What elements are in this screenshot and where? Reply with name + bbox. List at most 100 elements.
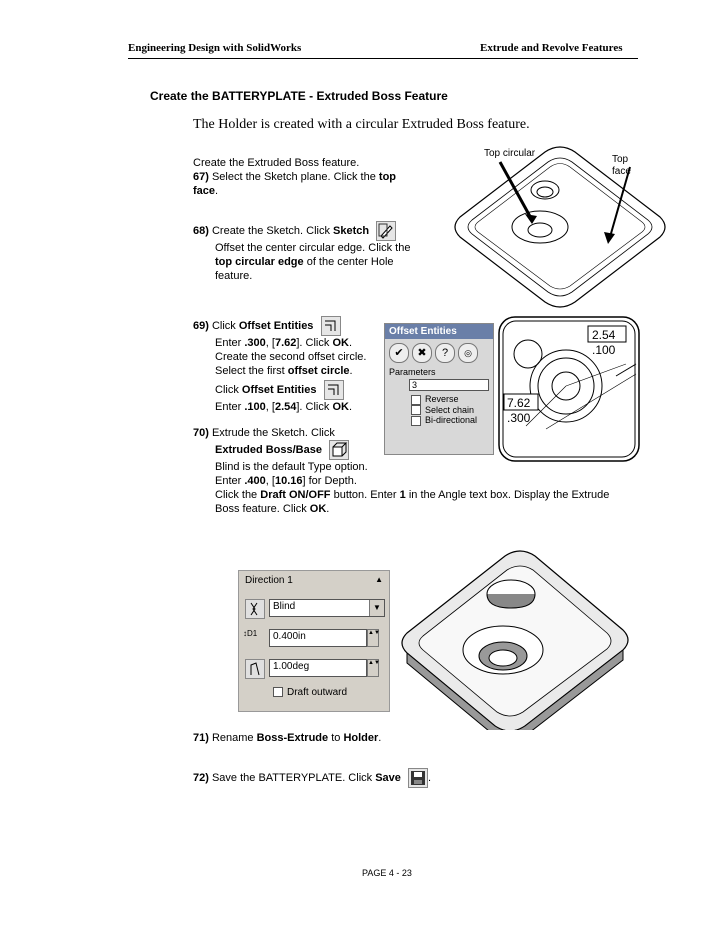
dim-7-62: 7.62 [507, 396, 531, 410]
t: , [ [265, 337, 275, 349]
t: Draft ON/OFF [260, 489, 331, 501]
draft-toggle-icon[interactable] [245, 659, 265, 679]
t: in the Angle text box. Display the Extru… [405, 489, 610, 501]
punct: . [215, 185, 219, 197]
offset-entities-panel: Offset Entities ✔ ✖ ? ◎ Parameters 3 Rev… [384, 323, 494, 455]
step-69-block: 69) Click Offset Entities Enter .300, [7… [193, 316, 383, 414]
dim-300: .300 [507, 411, 531, 425]
t: Boss-Extrude [256, 732, 329, 744]
t: 7.62 [274, 337, 297, 349]
angle-spinner[interactable]: ▲▼ [367, 659, 380, 677]
depth-icon: ↕D1 [243, 629, 258, 638]
t: . [326, 503, 330, 515]
step-bold: top face [193, 171, 397, 197]
bidirectional-checkbox[interactable] [411, 415, 421, 426]
step-intro: Create the Extruded Boss feature. [193, 157, 360, 169]
section-title: Create the BATTERYPLATE - Extruded Boss … [150, 89, 448, 103]
reverse-checkbox[interactable] [411, 394, 421, 405]
step-72-block: 72) Save the BATTERYPLATE. Click Save . [193, 768, 431, 788]
draft-outward-label: Draft outward [287, 687, 348, 698]
preview-icon[interactable]: ◎ [458, 343, 478, 363]
step-line: Create the second offset circle. [215, 351, 367, 363]
panel-title: Offset Entities [385, 324, 493, 339]
t: Select the first [215, 365, 288, 377]
dim-100: .100 [592, 343, 616, 357]
offset-entities-icon[interactable] [320, 316, 341, 336]
t: button. Enter [330, 489, 400, 501]
t: Holder [343, 732, 379, 744]
params-section: Parameters 3 Reverse Select chain Bi-dir… [385, 367, 493, 426]
step-text: of the center Hole [303, 256, 394, 268]
t: Enter [215, 401, 245, 413]
step-line: feature. [215, 270, 253, 282]
chevron-down-icon[interactable]: ▼ [369, 600, 384, 616]
t: . [349, 365, 353, 377]
header-left: Engineering Design with SolidWorks [128, 42, 302, 54]
t: 1 [399, 489, 406, 501]
direction-title: Direction 1 [245, 575, 293, 586]
help-icon[interactable]: ? [435, 343, 455, 363]
t: Enter [215, 337, 245, 349]
t: . [378, 732, 382, 744]
t: . [348, 337, 352, 349]
draft-angle-input[interactable]: 1.00deg [269, 659, 367, 677]
t: OK [332, 401, 349, 413]
label-top-circular: Top circular [484, 148, 536, 159]
end-condition-value: Blind [273, 601, 296, 612]
t: offset circle [287, 365, 350, 377]
label-face: face [612, 166, 631, 177]
panel-buttons: ✔ ✖ ? ◎ [385, 339, 493, 367]
t: , [ [265, 401, 275, 413]
t: OK [332, 337, 349, 349]
offset-distance-field[interactable]: 3 [409, 379, 489, 391]
punct: . [427, 771, 432, 784]
t: 2.54 [274, 401, 297, 413]
t: Boss feature. Click [215, 503, 310, 515]
page-footer: PAGE 4 - 23 [362, 868, 412, 878]
header-right: Extrude and Revolve Features [480, 42, 623, 54]
step-70-block: 70) Extrude the Sketch. Click Extruded B… [193, 426, 633, 516]
t: ] for Depth. [302, 475, 357, 487]
step-bold: Offset Entities [238, 319, 314, 332]
step-number: 72) [193, 771, 209, 784]
cancel-icon[interactable]: ✖ [412, 343, 432, 363]
depth-input[interactable]: 0.400in [269, 629, 367, 647]
t: 10.16 [274, 475, 303, 487]
t: .400 [244, 475, 266, 487]
t: . [348, 401, 352, 413]
draft-outward-checkbox[interactable] [273, 687, 283, 698]
extruded-boss-icon[interactable] [329, 440, 350, 460]
t: .100 [244, 401, 266, 413]
intro-text: The Holder is created with a circular Ex… [193, 117, 530, 132]
t: , [ [265, 475, 275, 487]
t: ]. Click [296, 401, 333, 413]
option-reverse[interactable]: Reverse [411, 394, 489, 405]
t: to [328, 732, 344, 744]
reverse-direction-icon[interactable] [245, 599, 265, 619]
t: Save the BATTERYPLATE. Click [211, 771, 376, 784]
header-rule [128, 58, 638, 59]
t: Click the [215, 489, 261, 501]
offset-entities-icon[interactable] [323, 380, 344, 400]
t: Rename [211, 732, 257, 744]
t: Click [215, 383, 242, 396]
step-line: Offset the center circular edge. Click t… [215, 242, 411, 254]
t: Enter [215, 475, 245, 487]
draft-outward-option[interactable]: Draft outward [273, 687, 347, 698]
option-select-chain[interactable]: Select chain [411, 405, 489, 416]
t: .300 [244, 337, 266, 349]
step-number: 67) [193, 171, 209, 183]
select-chain-checkbox[interactable] [411, 405, 421, 416]
sketch-icon[interactable] [376, 221, 397, 241]
collapse-icon[interactable]: ▲ [375, 575, 383, 584]
ok-icon[interactable]: ✔ [389, 343, 409, 363]
depth-spinner[interactable]: ▲▼ [367, 629, 380, 647]
end-condition-select[interactable]: Blind ▼ [269, 599, 385, 617]
select-chain-label: Select chain [425, 404, 475, 415]
save-icon[interactable] [407, 768, 428, 788]
step-text: Extrude the Sketch. Click [211, 427, 335, 439]
option-bidirectional[interactable]: Bi-directional [411, 415, 489, 426]
step-67-block: Create the Extruded Boss feature. 67) Se… [193, 156, 423, 198]
reverse-label: Reverse [425, 394, 459, 404]
extruded-plate-figure [401, 550, 629, 730]
